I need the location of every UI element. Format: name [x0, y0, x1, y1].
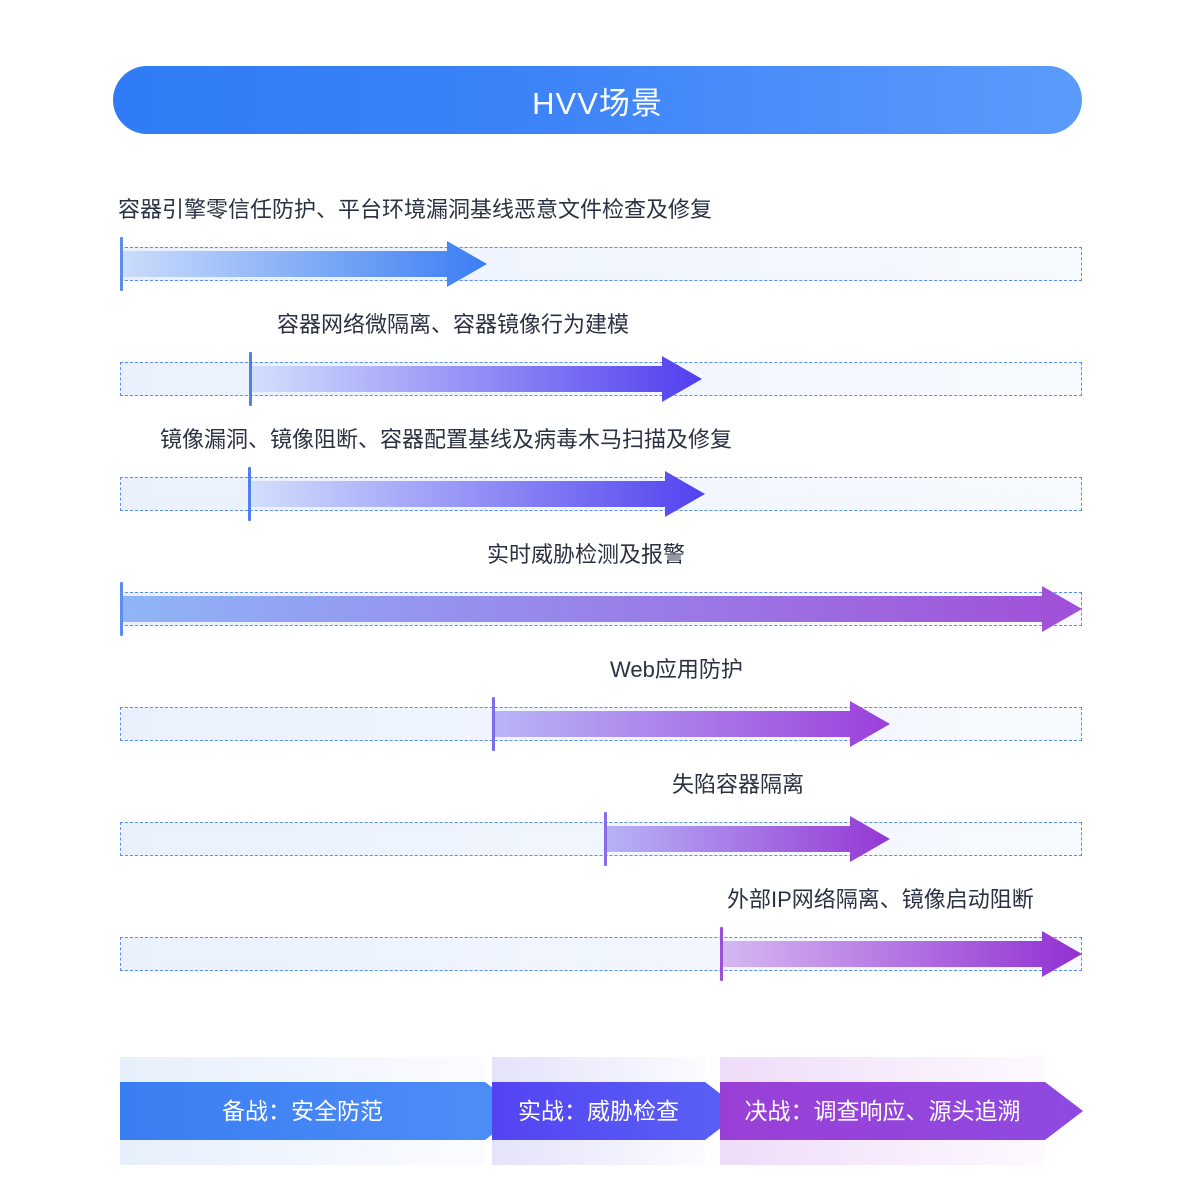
timeline-row-label: 外部IP网络隔离、镜像启动阻断 [727, 887, 1034, 912]
timeline-start-tick [120, 237, 123, 291]
timeline-arrow [120, 239, 487, 289]
phase-segment[interactable]: 实战：威胁检查 [492, 1057, 743, 1165]
header-banner: HVV场景 [113, 66, 1082, 134]
timeline-row-label: 失陷容器隔离 [672, 772, 805, 797]
timeline-arrow [604, 814, 890, 864]
phase-arrow [720, 1082, 1083, 1140]
timeline-arrow [120, 584, 1082, 634]
phase-bar: 备战：安全防范 实战：威胁检查 决战：调查响应、源头追溯 [0, 1050, 1202, 1180]
timeline-arrow [720, 929, 1082, 979]
timeline-row: 容器网络微隔离、容器镜像行为建模 [0, 310, 1202, 420]
page-title: HVV场景 [532, 85, 663, 121]
phase-label: 备战：安全防范 [222, 1098, 383, 1124]
timeline-arrow [248, 469, 705, 519]
phase-segment[interactable]: 决战：调查响应、源头追溯 [720, 1057, 1083, 1165]
timeline-row-label: 实时威胁检测及报警 [487, 542, 686, 567]
timeline-start-tick [249, 352, 252, 406]
timeline-row: Web应用防护 [0, 655, 1202, 765]
timeline-track [120, 822, 1082, 856]
timeline-arrow [249, 354, 702, 404]
timeline-start-tick [492, 697, 495, 751]
phase-arrow [120, 1082, 523, 1140]
timeline-row-label: 容器网络微隔离、容器镜像行为建模 [277, 312, 630, 337]
timeline-start-tick [720, 927, 723, 981]
timeline-row-label: Web应用防护 [610, 657, 743, 682]
timeline-start-tick [248, 467, 251, 521]
timeline-row: 镜像漏洞、镜像阻断、容器配置基线及病毒木马扫描及修复 [0, 425, 1202, 535]
timeline-row: 容器引擎零信任防护、平台环境漏洞基线恶意文件检查及修复 [0, 195, 1202, 305]
timeline-start-tick [604, 812, 607, 866]
timeline-row: 实时威胁检测及报警 [0, 540, 1202, 650]
phase-label: 决战：调查响应、源头追溯 [744, 1098, 1021, 1124]
timeline-row: 外部IP网络隔离、镜像启动阻断 [0, 885, 1202, 995]
timeline-row-label: 镜像漏洞、镜像阻断、容器配置基线及病毒木马扫描及修复 [160, 427, 733, 452]
timeline-arrow [492, 699, 890, 749]
timeline-start-tick [120, 582, 123, 636]
phase-arrow [492, 1082, 743, 1140]
phase-segment[interactable]: 备战：安全防范 [120, 1057, 523, 1165]
phase-label: 实战：威胁检查 [518, 1098, 679, 1124]
timeline-row-label: 容器引擎零信任防护、平台环境漏洞基线恶意文件检查及修复 [118, 197, 713, 222]
timeline-row: 失陷容器隔离 [0, 770, 1202, 880]
